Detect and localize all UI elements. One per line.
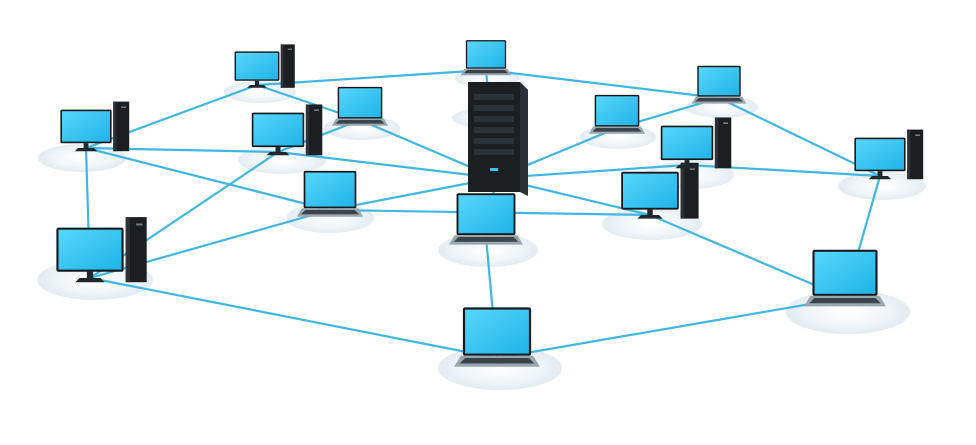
link-l13-d14	[717, 96, 882, 178]
desktop-computer-icon	[56, 217, 147, 283]
laptop-icon	[804, 249, 886, 307]
platform-disc-d4	[238, 146, 326, 174]
laptop-icon	[460, 40, 512, 76]
desktop-computer-icon	[621, 162, 699, 219]
platform-disc-d6	[38, 144, 126, 172]
link-d1-l2	[88, 276, 499, 360]
laptop-icon	[691, 65, 747, 104]
desktop-computer-icon	[854, 129, 924, 180]
link-d6-d8	[84, 83, 259, 150]
platform-disc-d11	[602, 208, 702, 240]
laptop-icon	[448, 193, 524, 245]
platform-disc-d14	[838, 172, 926, 200]
devices	[56, 40, 924, 367]
laptop-icon	[454, 307, 540, 367]
platform-disc-d8	[224, 81, 296, 103]
link-d4-server	[276, 150, 498, 180]
link-l9-l13	[484, 68, 721, 100]
desktop-computer-icon	[234, 44, 295, 88]
desktop-computer-icon	[660, 117, 732, 169]
link-d8-l9	[255, 68, 488, 87]
desktop-computer-icon	[251, 104, 323, 156]
laptop-icon	[588, 94, 646, 134]
laptop-icon	[296, 170, 364, 217]
desktop-computer-icon	[60, 101, 130, 152]
server-tower-icon	[468, 82, 528, 196]
link-d6-l3	[84, 146, 332, 212]
link-l2-l15	[495, 296, 847, 360]
laptop-icon	[331, 86, 389, 126]
